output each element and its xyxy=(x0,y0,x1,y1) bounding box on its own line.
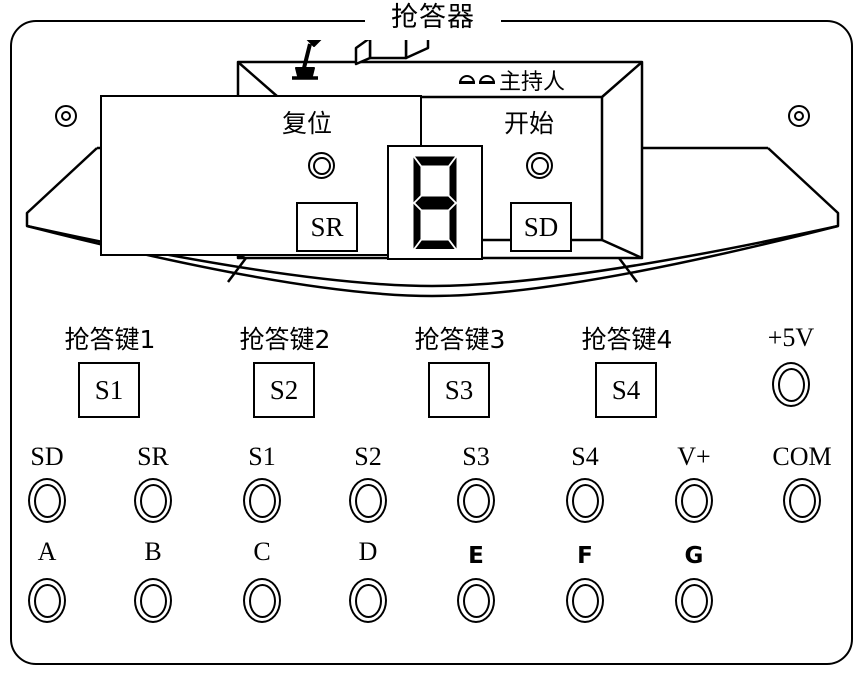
mounting-screw-left xyxy=(55,105,77,127)
terminal-label-a: A xyxy=(37,537,57,566)
terminal-jack-sd[interactable] xyxy=(28,478,66,523)
terminal-jack-s1[interactable] xyxy=(243,478,281,523)
terminal-label-d: D xyxy=(358,537,378,566)
terminal-label-c: C xyxy=(253,537,271,566)
terminal-label-sr: SR xyxy=(137,442,169,471)
start-label: 开始 xyxy=(504,109,555,138)
answer-key-row: 抢答键1 抢答键2 抢答键3 抢答键4 S1 S2 S3 S4 +5V xyxy=(0,322,865,432)
terminal-jack-c[interactable] xyxy=(243,578,281,623)
answer-key-button-s4[interactable]: S4 xyxy=(595,362,657,418)
seven-segment-display xyxy=(413,156,457,249)
terminal-jack-sr[interactable] xyxy=(134,478,172,523)
terminal-jack-a[interactable] xyxy=(28,578,66,623)
terminal-label-vplus: V+ xyxy=(677,442,711,471)
terminal-jack-b[interactable] xyxy=(134,578,172,623)
power-label-5v: +5V xyxy=(767,323,815,352)
start-terminal-sd[interactable]: SD xyxy=(510,202,572,252)
monitor-box-icon xyxy=(354,40,430,66)
terminal-label-b: B xyxy=(144,537,162,566)
segment-a xyxy=(415,156,455,166)
reset-terminal-sr[interactable]: SR xyxy=(296,202,358,252)
answer-key-label-3: 抢答键3 xyxy=(414,325,506,354)
panel-title-gap xyxy=(365,10,501,34)
terminal-jack-s3[interactable] xyxy=(457,478,495,523)
terminal-jack-s2[interactable] xyxy=(349,478,387,523)
terminal-jack-s4[interactable] xyxy=(566,478,604,523)
answer-key-button-s2[interactable]: S2 xyxy=(253,362,315,418)
segment-f xyxy=(413,157,421,203)
terminal-jack-e[interactable] xyxy=(457,578,495,623)
terminal-label-e: E xyxy=(468,543,484,569)
answer-key-button-s3[interactable]: S3 xyxy=(428,362,490,418)
segment-g xyxy=(415,196,455,210)
mounting-screw-right xyxy=(788,105,810,127)
panel-title: 抢答器 xyxy=(391,2,475,33)
terminal-label-com: COM xyxy=(772,442,832,471)
answer-key-label-4: 抢答键4 xyxy=(581,325,673,354)
segment-e xyxy=(413,203,421,249)
terminal-jack-f[interactable] xyxy=(566,578,604,623)
answer-key-button-s1[interactable]: S1 xyxy=(78,362,140,418)
terminal-label-s1: S1 xyxy=(248,442,276,471)
terminal-jack-vplus[interactable] xyxy=(675,478,713,523)
terminal-jack-d[interactable] xyxy=(349,578,387,623)
reset-pushbutton[interactable] xyxy=(308,152,335,179)
segment-c xyxy=(449,203,457,249)
terminal-jack-g[interactable] xyxy=(675,578,713,623)
segment-b xyxy=(449,157,457,203)
terminal-label-s4: S4 xyxy=(571,442,599,471)
power-terminal-5v[interactable] xyxy=(772,362,810,407)
answer-key-label-2: 抢答键2 xyxy=(239,325,331,354)
answer-key-label-1: 抢答键1 xyxy=(64,325,156,354)
console-faceplate xyxy=(100,95,422,256)
host-label: 主持人 xyxy=(499,70,566,95)
terminal-label-s2: S2 xyxy=(354,442,382,471)
segment-d xyxy=(415,240,455,249)
terminal-label-g: G xyxy=(684,543,704,569)
terminal-label-sd: SD xyxy=(30,442,64,471)
microphone-icon xyxy=(292,40,322,80)
terminal-label-s3: S3 xyxy=(462,442,490,471)
host-led-indicator-2 xyxy=(479,75,495,84)
host-led-indicator-1 xyxy=(459,75,475,84)
start-pushbutton[interactable] xyxy=(526,152,553,179)
terminal-jack-com[interactable] xyxy=(783,478,821,523)
terminal-label-f: F xyxy=(577,543,593,569)
reset-label: 复位 xyxy=(282,109,333,138)
